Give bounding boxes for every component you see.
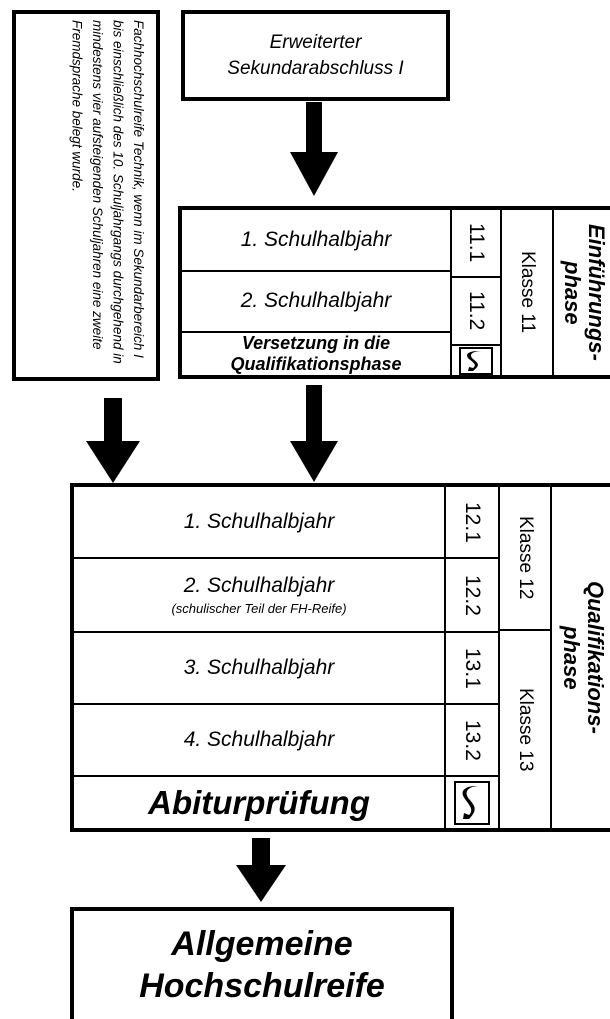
code-11-2-text: 11.2 (465, 291, 488, 331)
s-marker-icon (459, 346, 493, 375)
code-13-2: 13.2 (446, 705, 498, 777)
versetzung-cell: Versetzung in die Qualifikationsphase (182, 333, 450, 375)
abiturpruefung-label: Abiturprüfung (148, 783, 370, 821)
klasse-12-cell: Klasse 12 (500, 487, 550, 631)
code-12-2: 12.2 (446, 559, 498, 633)
klasse-11-text: Klasse 11 (517, 251, 538, 334)
einfuehrung-row-1-label: 1. Schulhalbjahr (240, 227, 392, 251)
qualifikation-code-column: 12.1 12.2 13.1 13.2 (446, 487, 500, 828)
arrow-start-to-einfuehrung (290, 102, 338, 196)
qual-row-2-label: 2. Schulhalbjahr (183, 574, 335, 597)
pass-marker-einfuehrung (452, 346, 500, 375)
code-11-1: 11.1 (452, 210, 500, 278)
klasse-11-cell: Klasse 11 (502, 210, 554, 375)
qual-row-3-label: 3. Schulhalbjahr (183, 656, 335, 679)
qualifikation-klasse-column: Klasse 12 Klasse 13 (500, 487, 552, 828)
qual-row-2-sub: (schulischer Teil der FH-Reife) (171, 601, 347, 616)
code-12-1: 12.1 (446, 487, 498, 559)
pass-marker-qualifikation (446, 777, 498, 828)
qualifikation-labels-column: 1. Schulhalbjahr 2. Schulhalbjahr (schul… (74, 487, 446, 828)
s-marker-icon (454, 780, 490, 825)
abiturpruefung-cell: Abiturprüfung (74, 777, 444, 828)
final-line2: Hochschulreife (139, 967, 385, 1005)
arrow-note-to-qualifikation (86, 398, 140, 483)
start-box: Erweiterter Sekundarabschluss I (181, 10, 450, 101)
arrow-einfuehrung-to-qualifikation (290, 385, 338, 482)
side-note-box: Fachhochschulreife Technik, wenn im Seku… (12, 10, 160, 381)
klasse-13-cell: Klasse 13 (500, 631, 550, 828)
arrow-qualifikation-to-final (236, 838, 286, 902)
einfuehrungsphase-label-cell: Einführungs- phase (554, 210, 610, 375)
qual-row-3: 3. Schulhalbjahr (74, 633, 444, 705)
start-line1: Erweiterter (269, 31, 362, 53)
einfuehrung-phase-line2: phase (560, 260, 585, 325)
code-11-2: 11.2 (452, 278, 500, 346)
versetzung-line2: Qualifikationsphase (230, 354, 402, 374)
einfuehrung-row-2: 2. Schulhalbjahr (182, 272, 450, 333)
einfuehrungsphase-label: Einführungs- phase (560, 224, 609, 361)
klasse-13-text: Klasse 13 (515, 687, 536, 772)
code-13-1: 13.1 (446, 633, 498, 705)
qual-row-1-label: 1. Schulhalbjahr (183, 510, 335, 533)
qual-row-4-label: 4. Schulhalbjahr (183, 728, 335, 751)
qual-row-2: 2. Schulhalbjahr (schulischer Teil der F… (74, 559, 444, 633)
qual-row-1: 1. Schulhalbjahr (74, 487, 444, 559)
einfuehrung-row-1: 1. Schulhalbjahr (182, 210, 450, 272)
qualifikationsphase-label-cell: Qualifikations- phase (552, 487, 610, 828)
einfuehrung-labels-column: 1. Schulhalbjahr 2. Schulhalbjahr Verset… (182, 210, 452, 375)
code-13-2-text: 13.2 (461, 719, 484, 761)
final-box: Allgemeine Hochschulreife (70, 907, 454, 1019)
versetzung-line1: Versetzung in die (241, 333, 391, 353)
qual-row-4: 4. Schulhalbjahr (74, 705, 444, 777)
final-line1: Allgemeine (171, 925, 353, 963)
code-12-2-text: 12.2 (461, 574, 484, 616)
einfuehrung-code-column: 11.1 11.2 (452, 210, 502, 375)
einfuehrung-phase-line1: Einführungs- (584, 224, 609, 361)
einfuehrung-row-2-label: 2. Schulhalbjahr (240, 289, 392, 313)
start-line2: Sekundarabschluss I (227, 57, 404, 79)
qualifikationsphase-block: 1. Schulhalbjahr 2. Schulhalbjahr (schul… (70, 483, 610, 832)
qualifikationsphase-label: Qualifikations- phase (559, 581, 608, 734)
code-13-1-text: 13.1 (461, 647, 484, 689)
side-note-text: Fachhochschulreife Technik, wenn im Seku… (69, 20, 147, 364)
einfuehrungsphase-block: 1. Schulhalbjahr 2. Schulhalbjahr Verset… (178, 206, 610, 379)
qual-phase-line1: Qualifikations- (583, 581, 608, 734)
klasse-12-text: Klasse 12 (515, 516, 536, 600)
code-11-1-text: 11.1 (465, 223, 488, 263)
code-12-1-text: 12.1 (461, 501, 484, 543)
qual-phase-line2: phase (559, 625, 584, 690)
